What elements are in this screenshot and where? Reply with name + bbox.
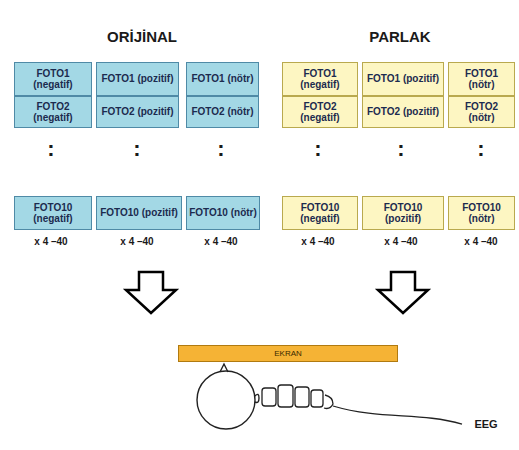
photo-box: FOTO1 (negatif): [14, 62, 92, 96]
head-ear: [255, 394, 259, 402]
photo-box: FOTO2 (nötr): [448, 96, 515, 128]
photo-box: FOTO2 (negatif): [282, 96, 358, 128]
photo-box: FOTO1 (nötr): [448, 62, 515, 96]
head-nose: [220, 364, 228, 372]
eeg-label: EEG: [436, 418, 519, 430]
photo-label: FOTO2 (negatif): [15, 101, 91, 124]
photo-box: FOTO2 (pozitif): [96, 96, 179, 128]
screen-bar: EKRAN: [178, 345, 398, 362]
photo-label: FOTO1 (negatif): [15, 68, 91, 91]
continuation-dots: :: [268, 136, 368, 162]
hollow-arrow-shape: [126, 272, 176, 313]
photo-box: FOTO10 (pozitif): [362, 196, 444, 230]
repeat-count: x 4 –40: [87, 236, 187, 247]
photo-label: FOTO10 (nötr): [449, 202, 514, 225]
head-outline: [197, 371, 255, 429]
photo-box: FOTO10 (pozitif): [96, 196, 182, 230]
photo-box: FOTO2 (nötr): [186, 96, 259, 128]
photo-label: FOTO1 (pozitif): [365, 73, 441, 85]
photo-label: FOTO10 (pozitif): [98, 207, 180, 219]
photo-label: FOTO2 (pozitif): [99, 106, 175, 118]
photo-label: FOTO2 (nötr): [449, 101, 514, 124]
repeat-count: x 4 –40: [268, 236, 368, 247]
electrode: [311, 390, 323, 407]
photo-label: FOTO2 (nötr): [189, 106, 255, 118]
repeat-count: x 4 –40: [351, 236, 451, 247]
photo-box: FOTO10 (negatif): [14, 196, 92, 230]
continuation-dots: :: [87, 136, 187, 162]
photo-box: FOTO10 (nötr): [448, 196, 515, 230]
hollow-arrow: [378, 272, 428, 313]
head-figure: [197, 364, 259, 429]
group-heading: ORİJİNAL: [92, 28, 192, 45]
repeat-count: x 4 –40: [431, 236, 519, 247]
continuation-dots: :: [351, 136, 451, 162]
electrode: [278, 385, 293, 407]
electrode: [262, 388, 276, 406]
photo-label: FOTO1 (negatif): [283, 68, 357, 91]
photo-label: FOTO10 (nötr): [187, 207, 259, 219]
repeat-count: x 4 –40: [171, 236, 271, 247]
photo-box: FOTO1 (negatif): [282, 62, 358, 96]
continuation-dots: :: [171, 136, 271, 162]
repeat-count: x 4 –40: [1, 236, 101, 247]
eeg-electrodes: [262, 385, 462, 424]
continuation-dots: :: [431, 136, 519, 162]
photo-label: FOTO1 (pozitif): [99, 73, 175, 85]
photo-box: FOTO10 (negatif): [282, 196, 358, 230]
photo-label: FOTO1 (nötr): [189, 73, 255, 85]
photo-label: FOTO1 (nötr): [449, 68, 514, 91]
photo-box: FOTO10 (nötr): [186, 196, 260, 230]
group-heading: PARLAK: [350, 28, 450, 45]
photo-box: FOTO2 (negatif): [14, 96, 92, 128]
hollow-arrow-shape: [378, 272, 428, 313]
photo-label: FOTO2 (negatif): [283, 101, 357, 124]
photo-box: FOTO1 (nötr): [186, 62, 259, 96]
photo-box: FOTO2 (pozitif): [362, 96, 444, 128]
eeg-cable: [333, 406, 462, 424]
electrode: [324, 395, 333, 409]
hollow-arrow: [126, 272, 176, 313]
photo-label: FOTO10 (negatif): [15, 202, 91, 225]
continuation-dots: :: [1, 136, 101, 162]
screen-label: EKRAN: [272, 349, 304, 358]
electrode: [295, 387, 309, 407]
photo-label: FOTO2 (pozitif): [365, 106, 441, 118]
photo-box: FOTO1 (pozitif): [362, 62, 444, 96]
photo-label: FOTO10 (pozitif): [363, 202, 443, 225]
photo-label: FOTO10 (negatif): [283, 202, 357, 225]
photo-box: FOTO1 (pozitif): [96, 62, 179, 96]
